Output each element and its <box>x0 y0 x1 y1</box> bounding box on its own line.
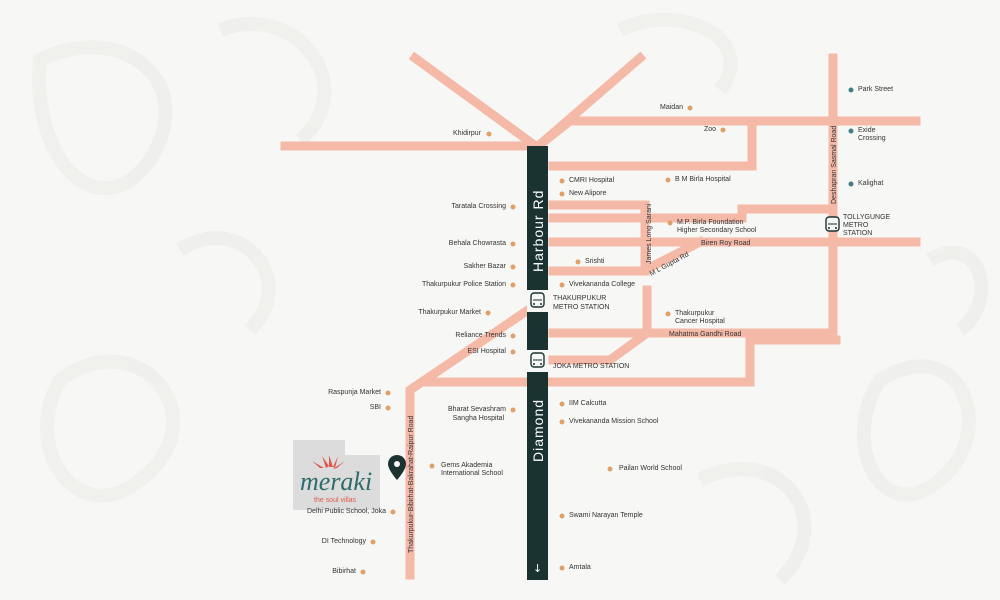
location-pin-icon <box>388 455 406 480</box>
place-maidan: Maidan <box>660 104 683 111</box>
station-label-joka: JOKA METRO STATION <box>553 363 629 370</box>
project-tagline: the soul villas <box>314 497 357 504</box>
place-iim: IIM Calcutta <box>569 400 607 407</box>
place-gems-1: Gems Akademia <box>441 462 493 469</box>
place-cancer-1: Thakurpukur <box>675 310 715 317</box>
place-park-street: Park Street <box>858 86 894 93</box>
place-behala: Behala Chowrasta <box>448 240 506 247</box>
place-taratala: Taratala Crossing <box>451 203 506 210</box>
leaf-pattern <box>32 12 989 585</box>
metro-icon <box>530 352 545 368</box>
lotus-logo-icon <box>312 455 345 469</box>
place-bibirhat: Bibirhat <box>332 568 356 575</box>
place-mp-birla-1: M.P. Birla Foundation <box>677 219 744 226</box>
station-label-tollygunge-2: METRO <box>843 222 869 229</box>
project-name: meraki <box>300 467 372 496</box>
road-label-james-long: James Long Sarani <box>646 203 653 264</box>
place-sakher: Sakher Bazar <box>463 263 506 270</box>
place-bm-birla: B M Birla Hospital <box>675 176 731 183</box>
place-bharat-2: Sangha Hospital <box>452 415 504 422</box>
place-esi: ESI Hospital <box>467 348 506 355</box>
station-label-thakurpukur-2: METRO STATION <box>553 304 610 311</box>
place-exide-2: Crossing <box>858 135 886 142</box>
place-zoo: Zoo <box>703 126 716 133</box>
place-amtala: Amtala <box>569 564 591 571</box>
place-swami-narayan: Swami Narayan Temple <box>569 512 643 519</box>
place-vms: Vivekananda Mission School <box>569 418 659 425</box>
road-label-deshapran: Deshapran Sasmal Road <box>831 126 838 204</box>
place-cancer-2: Cancer Hospital <box>675 318 725 325</box>
place-bharat-1: Bharat Sevashram <box>448 406 506 413</box>
place-dps: Delhi Public School, Joka <box>307 508 386 515</box>
road-label-thakurpukur: Thakurpukur-Bibirhat-Bakrahat-Raipur Roa… <box>408 416 415 553</box>
project-area <box>293 440 380 510</box>
place-exide-1: Exide <box>858 127 876 134</box>
place-cmri: CMRI Hospital <box>569 177 615 184</box>
teal-dots <box>848 87 854 187</box>
place-pailan: Pailan World School <box>619 465 682 472</box>
roads <box>280 51 921 580</box>
arrow-down-icon: ↓ <box>533 562 542 575</box>
main-road-top-label: Harbour Rd <box>530 190 546 272</box>
place-thakurpukur-market: Thakurpukur Market <box>418 309 481 316</box>
station-label-tollygunge-3: STATION <box>843 230 872 237</box>
main-road-bottom-label: Diamond <box>530 399 546 462</box>
station-label-thakurpukur-1: THAKURPUKUR <box>553 295 606 302</box>
metro-icon <box>825 216 840 232</box>
place-gems-2: International School <box>441 470 503 477</box>
place-di-technology: DI Technology <box>321 538 366 545</box>
place-khidirpur: Khidirpur <box>452 130 481 137</box>
place-thakurpukur-ps: Thakurpukur Police Station <box>421 281 506 288</box>
road-label-mahatma-gandhi: Mahatma Gandhi Road <box>669 331 741 338</box>
place-new-alipore: New Alipore <box>569 190 607 197</box>
place-kalighat: Kalighat <box>858 180 884 187</box>
metro-icon <box>530 292 545 308</box>
place-reliance: Reliance Trends <box>455 332 506 339</box>
place-dots <box>360 105 726 575</box>
station-label-tollygunge-1: TOLLYGUNGE <box>843 214 891 221</box>
place-mp-birla-2: Higher Secondary School <box>677 227 757 234</box>
place-srishti: Srishti <box>585 258 605 265</box>
place-sbi: SBI <box>369 404 381 411</box>
road-label-biren-roy: Biren Roy Road <box>701 240 751 247</box>
place-vivekananda-college: Vivekananda College <box>569 281 636 288</box>
place-raspunja: Raspunja Market <box>328 389 381 396</box>
